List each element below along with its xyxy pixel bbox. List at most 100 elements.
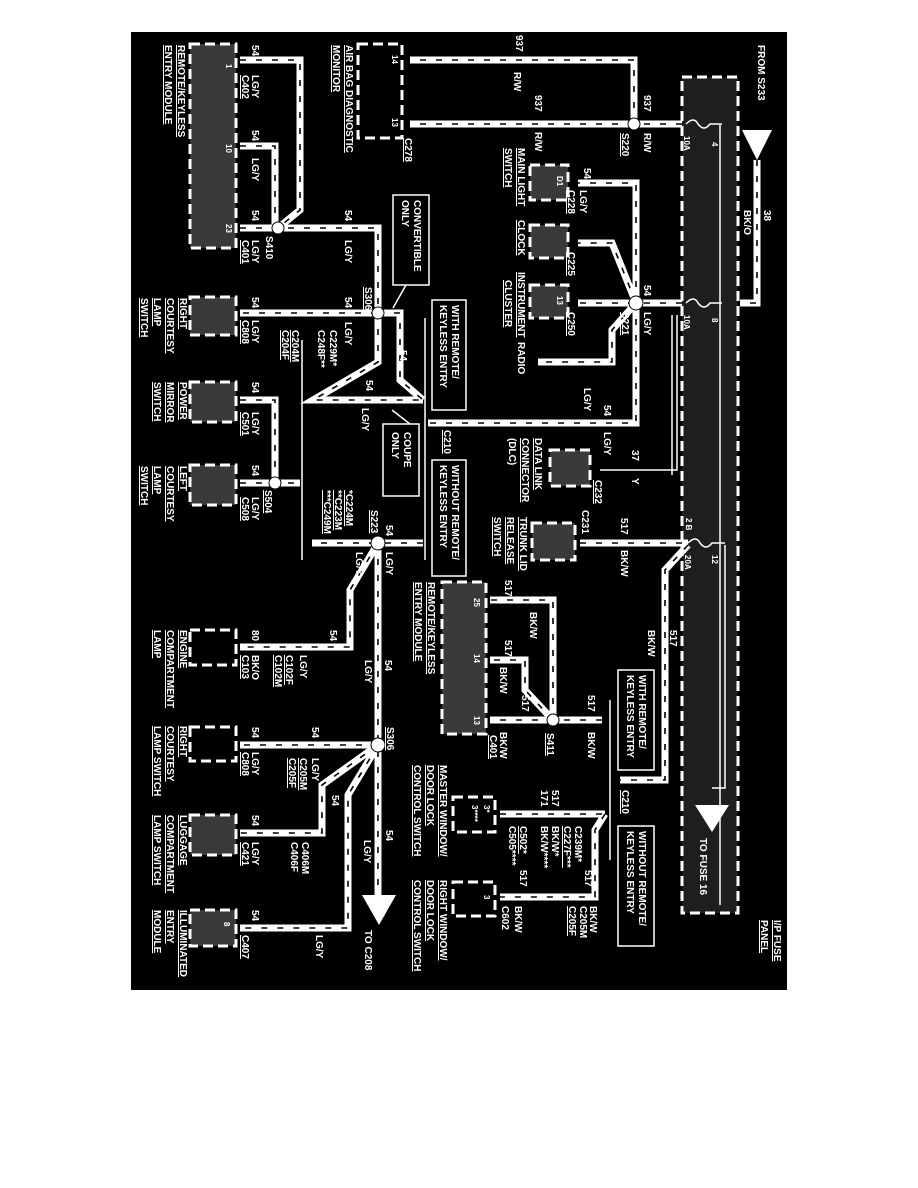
wire-bkw4-master: BK/W**** bbox=[538, 826, 549, 868]
wire-lgy-c205: LG/Y bbox=[309, 758, 320, 782]
c249m-label: ***C249M bbox=[321, 490, 332, 534]
dlc-l2: CONNECTOR bbox=[519, 438, 530, 503]
wire-rw-a: R/W bbox=[511, 72, 522, 92]
wire-54-s221: 54 bbox=[641, 285, 652, 297]
coupe-only-note bbox=[382, 423, 420, 497]
c406m-label: C406M bbox=[299, 842, 310, 874]
wire-54-c210: 54 bbox=[601, 405, 612, 417]
c505-label: C505**** bbox=[506, 826, 517, 866]
pin-25: 25 bbox=[472, 598, 481, 607]
fuse-bus-line bbox=[712, 125, 726, 905]
c401-left-label: C401 bbox=[239, 240, 250, 264]
pin-1: 1 bbox=[224, 64, 233, 69]
pin-illuminated: 8 bbox=[222, 922, 231, 927]
wire-bkw-p14: BK/W bbox=[497, 667, 508, 694]
dlc-l1: DATA LINK bbox=[532, 438, 543, 491]
wire-lgy-c102: LG/Y bbox=[297, 655, 308, 679]
wire-lgy-s306: LG/Y bbox=[342, 322, 353, 346]
s306-top-label: S306 bbox=[362, 287, 373, 311]
luggage-lamp-box bbox=[188, 813, 238, 857]
wire-54-s306: 54 bbox=[342, 297, 353, 309]
c205m-right-label: C205M bbox=[577, 906, 588, 938]
c228-label: C228 bbox=[565, 190, 576, 214]
splice-s221 bbox=[628, 295, 644, 311]
pin-master-window-alt: 3**** bbox=[470, 805, 479, 823]
remote-keyless-right-l1: REMOTE/KEYLESS bbox=[425, 582, 436, 675]
c501-label: C501 bbox=[239, 412, 250, 436]
wire-bkw-p25: BK/W bbox=[527, 612, 538, 639]
right-window-l1: RIGHT WINDOW/ bbox=[437, 880, 448, 961]
with-remote-note-a bbox=[431, 299, 467, 411]
right-courtesy-top-l2: COURTESY bbox=[164, 298, 175, 354]
trunk-lid-switch-box bbox=[530, 521, 577, 562]
illuminated-entry-box bbox=[188, 908, 238, 948]
fuse-elements bbox=[685, 119, 725, 548]
with-remote-a-l2: KEYLESS ENTRY bbox=[437, 305, 448, 388]
connector-h-triangle bbox=[695, 805, 729, 832]
splice-s504 bbox=[268, 476, 282, 490]
wire-54-coupe-b: 54 bbox=[363, 380, 374, 392]
fuse-12-amp: 20A bbox=[683, 555, 692, 570]
wire-lgy-c228: LG/Y bbox=[577, 190, 588, 214]
c401-right-label: C401 bbox=[487, 735, 498, 759]
from-s233-label: FROM S233 bbox=[755, 45, 766, 101]
wire-bkw-p13: BK/W bbox=[497, 732, 508, 759]
wire-517-right: 517 bbox=[582, 870, 593, 887]
wire-937-a: 937 bbox=[513, 35, 524, 52]
wire-lgy-s410: LG/Y bbox=[342, 240, 353, 264]
c421-label: C421 bbox=[239, 842, 250, 866]
pin-14-remote: 14 bbox=[472, 654, 481, 663]
with-remote-note-b bbox=[617, 669, 655, 771]
c205f-left-label: C205F bbox=[286, 758, 297, 788]
splice-s220 bbox=[627, 117, 641, 131]
pin-10: 10 bbox=[224, 144, 233, 153]
power-mirror-l1: POWER bbox=[177, 382, 188, 421]
wire-lgy-c421: LG/Y bbox=[249, 842, 260, 866]
wire-lgy-c402: LG/Y bbox=[249, 75, 260, 99]
fuse-4-amp: 10A bbox=[682, 136, 691, 151]
right-courtesy-top-l3: LAMP bbox=[151, 298, 162, 327]
wire-54-s223: 54 bbox=[383, 525, 394, 537]
wire-bkw-c602: BK/W bbox=[512, 906, 523, 933]
clock-label: CLOCK bbox=[515, 220, 526, 256]
c205f-right-label: C205F bbox=[566, 906, 577, 936]
pin-23: 23 bbox=[224, 224, 233, 233]
wire-517-trunk: 517 bbox=[618, 518, 629, 535]
wire-lgy-c407: LG/Y bbox=[313, 935, 324, 959]
wire-171-master: 171 bbox=[538, 790, 549, 807]
master-window-l3: CONTROL SWITCH bbox=[411, 765, 422, 856]
wire-37: 37 bbox=[629, 450, 640, 462]
pin-main-light: D1 bbox=[555, 176, 564, 187]
remote-keyless-left-l2: ENTRY MODULE bbox=[162, 45, 173, 125]
wire-lgy-c210: LG/Y bbox=[601, 432, 612, 456]
right-courtesy-switch-box bbox=[188, 295, 238, 337]
wire-54-c808: 54 bbox=[249, 297, 260, 309]
wire-54-c205: 54 bbox=[309, 727, 320, 739]
pin-14-airbag: 14 bbox=[390, 55, 399, 64]
wire-80: 80 bbox=[249, 630, 260, 642]
c102f-label: C102F bbox=[283, 655, 294, 685]
wire-dash-5 bbox=[240, 542, 423, 895]
right-courtesy-top-l1: RIGHT bbox=[177, 298, 188, 329]
master-window-l2: DOOR LOCK bbox=[424, 765, 435, 827]
power-mirror-l2: MIRROR bbox=[164, 382, 175, 423]
trunk-l1: TRUNK LID bbox=[517, 517, 528, 571]
illuminated-l1: ILLUMINATED bbox=[177, 910, 188, 977]
wire-lgy-coupe: LG/Y bbox=[359, 408, 370, 432]
convertible-l2: ONLY bbox=[399, 200, 410, 227]
wire-54-s410: 54 bbox=[342, 210, 353, 222]
without-remote-a-l2: KEYLESS ENTRY bbox=[437, 465, 448, 548]
connector-h-label: H bbox=[705, 812, 716, 819]
wire-bko-c103: BK/O bbox=[249, 655, 260, 680]
c210-bottom-label: C210 bbox=[619, 790, 630, 814]
wire-937-b: 937 bbox=[532, 95, 543, 112]
wire-dash-1 bbox=[410, 59, 682, 125]
wire-lgy-c224: LG/Y bbox=[353, 552, 364, 576]
to-fuse-16-label: TO FUSE 16 bbox=[697, 838, 708, 895]
wire-rw-c: R/W bbox=[641, 133, 652, 153]
to-c208-label: TO C208 bbox=[362, 930, 373, 971]
wire-rw-b: R/W bbox=[532, 132, 543, 152]
left-courtesy-l4: SWITCH bbox=[138, 466, 149, 505]
pin-right-window: 3 bbox=[482, 895, 491, 900]
main-light-l2: SWITCH bbox=[502, 148, 513, 187]
